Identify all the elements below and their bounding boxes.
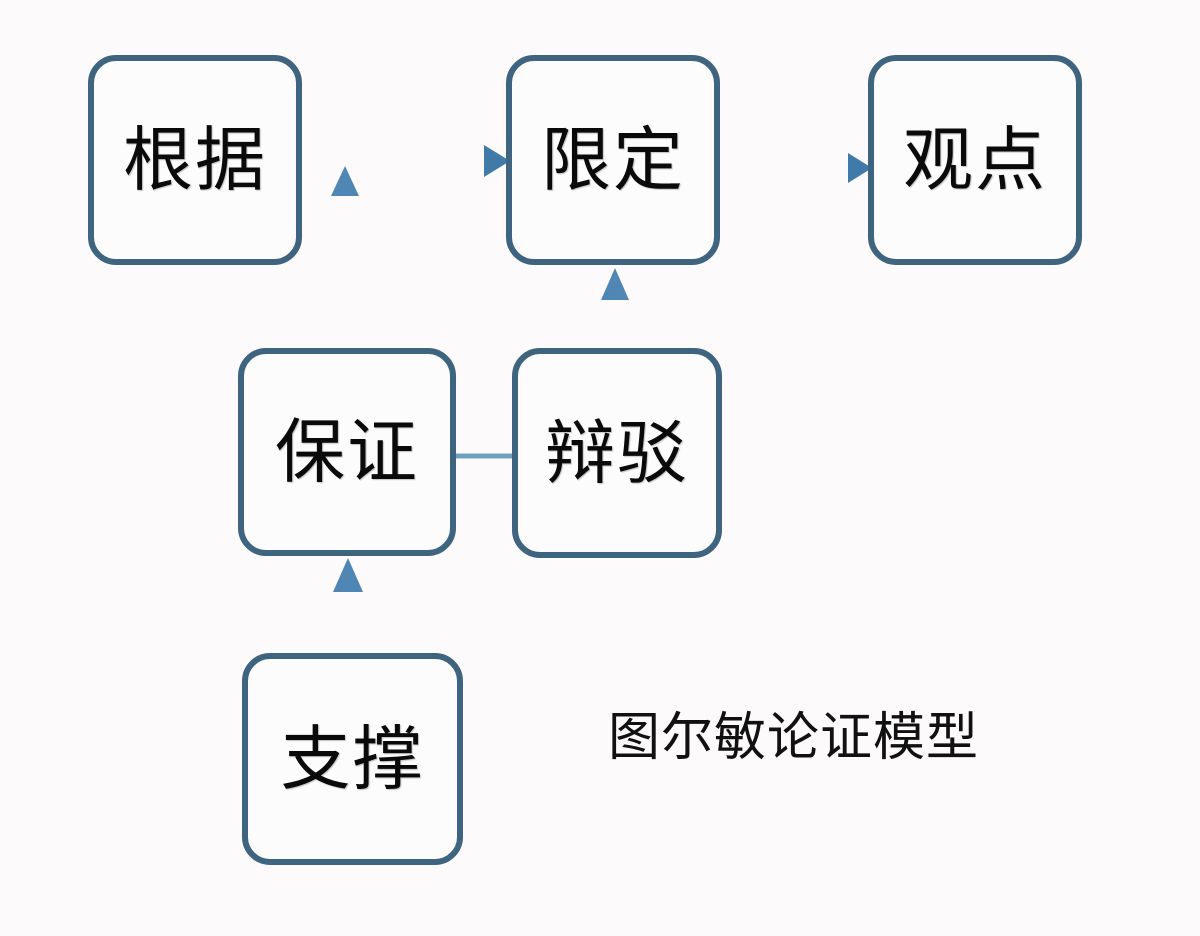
node-claim[interactable]: 观点: [868, 55, 1082, 265]
node-rebuttal-label: 辩驳: [545, 412, 689, 494]
node-warrant-label: 保证: [275, 411, 419, 493]
node-grounds[interactable]: 根据: [88, 55, 302, 265]
node-backing[interactable]: 支撑: [242, 653, 463, 865]
edge-backing-to-warrant: [333, 558, 363, 653]
edge-qualifier-to-claim: [720, 153, 872, 183]
node-qualifier[interactable]: 限定: [506, 55, 720, 265]
edge-warrant-to-grounds: [331, 166, 359, 348]
edge-grounds-to-qualifier: [300, 145, 510, 177]
node-warrant[interactable]: 保证: [238, 348, 456, 556]
node-claim-label: 观点: [903, 119, 1047, 201]
node-rebuttal[interactable]: 辩驳: [512, 348, 722, 558]
node-backing-label: 支撑: [280, 718, 425, 800]
edge-rebuttal-to-qualifier: [601, 268, 629, 348]
node-qualifier-label: 限定: [541, 119, 685, 201]
diagram-caption: 图尔敏论证模型: [608, 708, 980, 768]
node-grounds-label: 根据: [123, 119, 267, 201]
